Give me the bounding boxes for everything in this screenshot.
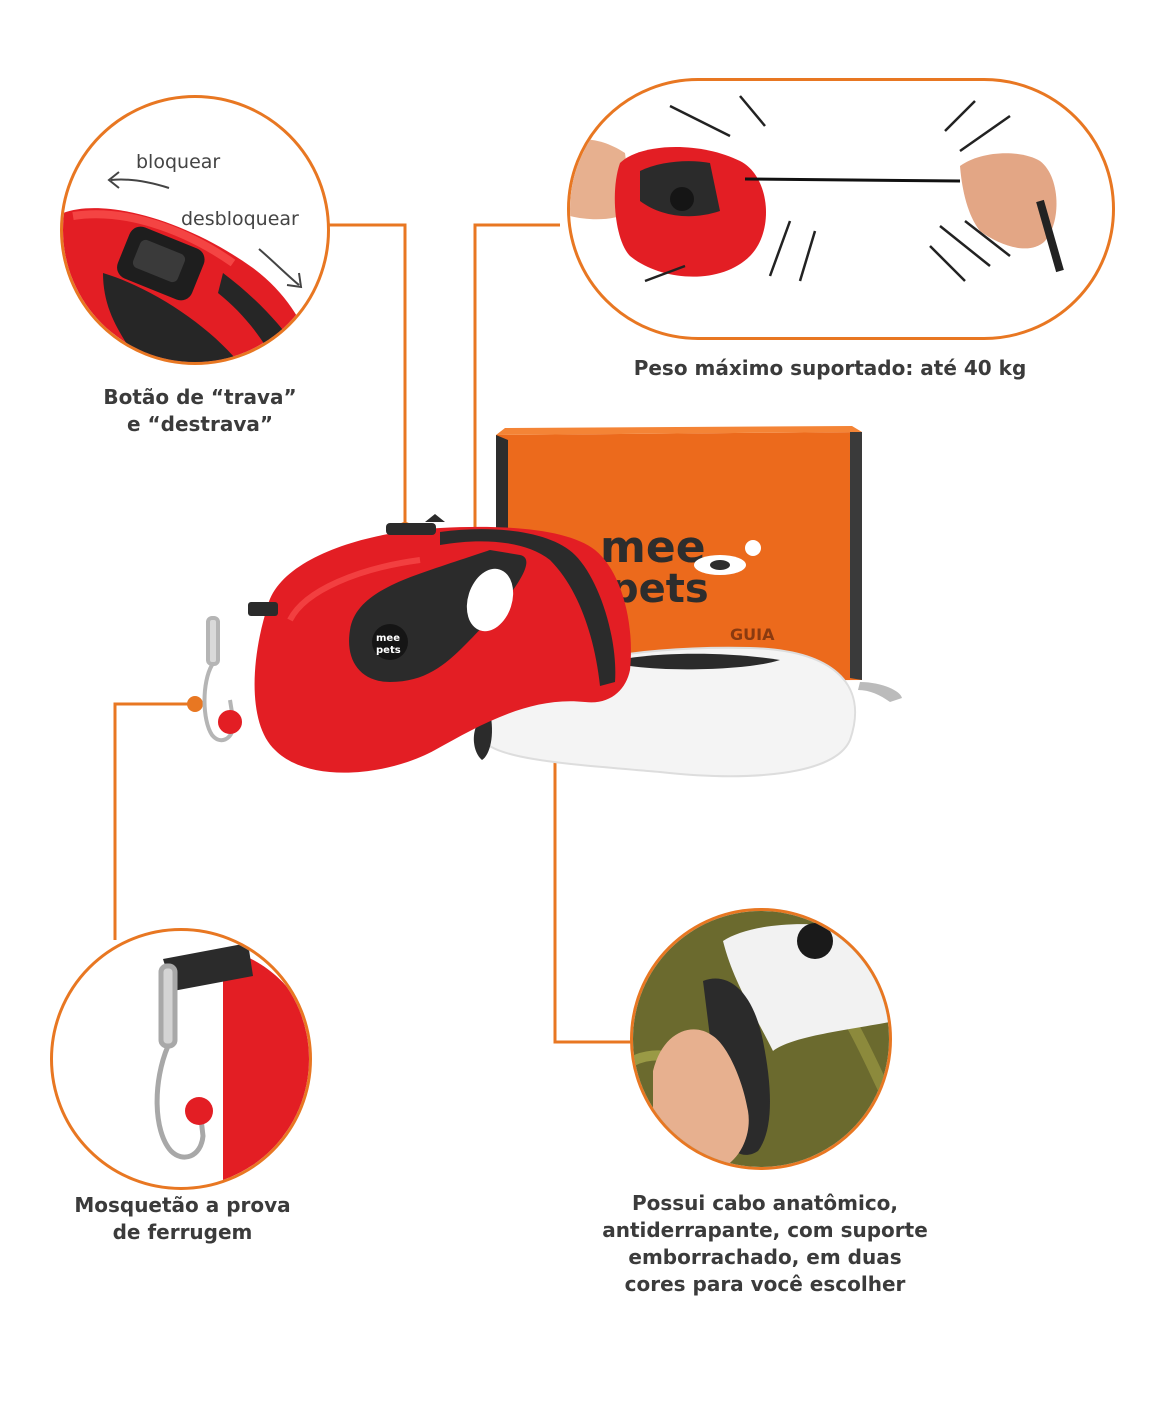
lock-hint: bloquear: [136, 151, 221, 173]
snap-hook-caption: Mosquetão a prova de ferrugem: [74, 1193, 291, 1244]
leash-logo-mee: mee: [376, 633, 400, 644]
dog-silhouette-icon: [694, 540, 761, 575]
leash-logo-pets: pets: [376, 645, 401, 656]
lock-button-closeup: bloquear desbloquear: [60, 95, 330, 365]
arrow-down-right-icon: [258, 248, 303, 289]
handle-caption: Possui cabo anatômico, antiderrapante, c…: [602, 1191, 928, 1296]
max-weight-caption: Peso máximo suportado: até 40 kg: [633, 356, 1027, 380]
product-hero: mee pets GUIA mee pets: [190, 420, 950, 820]
lock-button-caption: Botão de “trava” e “destrava”: [103, 385, 297, 436]
arrow-left-icon: [107, 171, 170, 189]
red-leash: mee pets: [248, 514, 631, 773]
box-label: GUIA: [730, 625, 775, 644]
snap-hook-closeup: [50, 928, 312, 1190]
handle-closeup: [630, 908, 892, 1170]
motion-lines-icon: [644, 95, 1011, 283]
box-logo-pets: pets: [610, 566, 709, 612]
snap-hook: [202, 616, 242, 743]
max-weight-closeup: [567, 78, 1115, 340]
unlock-hint: desbloquear: [181, 208, 299, 230]
box-logo: mee: [600, 522, 706, 573]
